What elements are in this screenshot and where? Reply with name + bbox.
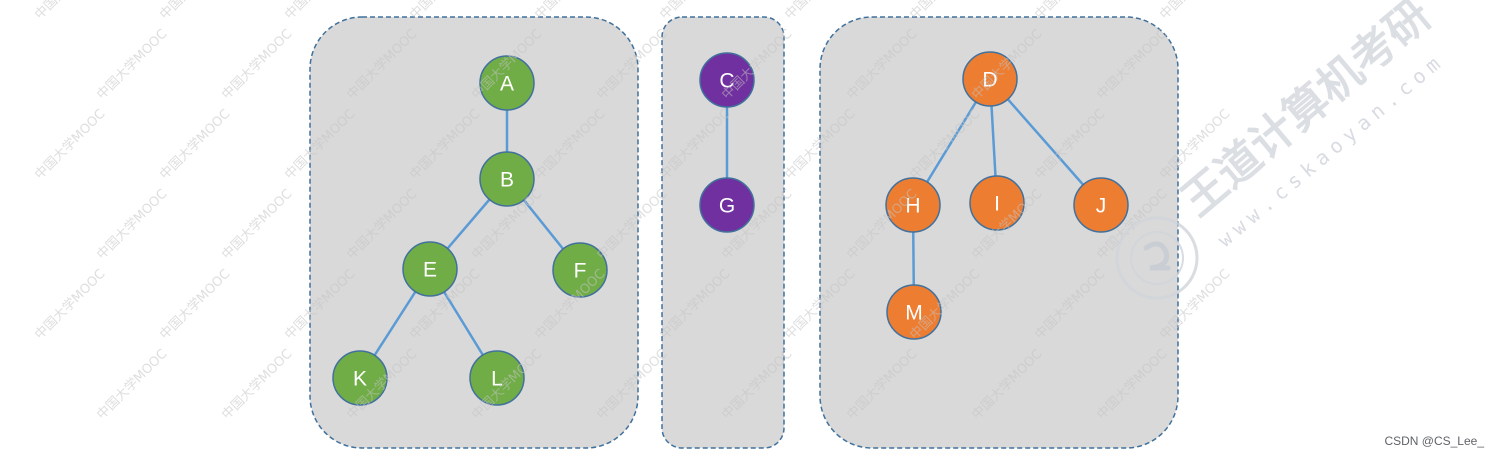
node-L-label: L — [491, 368, 503, 391]
node-B: B — [479, 151, 535, 207]
edge-D-J — [989, 78, 1102, 206]
node-I: I — [969, 175, 1025, 231]
node-M-circle — [886, 284, 942, 340]
watermark-text: 中国大学MOOC — [32, 266, 109, 343]
node-M-label: M — [905, 302, 923, 325]
panels-layer — [309, 16, 1179, 449]
watermark-text: 中国大学MOOC — [782, 0, 859, 23]
tree-2-panel — [661, 16, 785, 449]
brand-watermark-text: 王道计算机考研 — [1172, 0, 1441, 226]
node-E-label: E — [423, 259, 437, 282]
node-L: L — [469, 350, 525, 406]
node-L-circle — [469, 350, 525, 406]
watermark-text: 中国大学MOOC — [157, 106, 234, 183]
node-C-label: C — [719, 70, 734, 93]
watermark-text: 中国大学MOOC — [157, 0, 234, 23]
node-G-circle — [699, 177, 755, 233]
node-E-circle — [402, 241, 458, 297]
brand-seal-icon — [1115, 216, 1199, 300]
watermark-text: 中国大学MOOC — [94, 26, 171, 103]
tree-1-panel — [309, 16, 639, 449]
watermark-text: 中国大学MOOC — [219, 26, 296, 103]
node-H-label: H — [905, 195, 920, 218]
node-C-circle — [699, 52, 755, 108]
node-H-circle — [885, 177, 941, 233]
node-I-label: I — [994, 193, 1000, 216]
node-M: M — [886, 284, 942, 340]
node-A-circle — [479, 55, 535, 111]
node-H: H — [885, 177, 941, 233]
credit-text: CSDN @CS_Lee_ — [1384, 434, 1484, 448]
node-I-circle — [969, 175, 1025, 231]
watermark-text: 中国大学MOOC — [157, 266, 234, 343]
nodes-layer: A B E F K L C G D H I J M — [332, 51, 1129, 406]
watermark-text: 中国大学MOOC — [219, 346, 296, 423]
watermark-text: 中国大学MOOC — [94, 346, 171, 423]
node-K: K — [332, 350, 388, 406]
node-D: D — [962, 51, 1018, 107]
watermark-text: 中国大学MOOC — [219, 186, 296, 263]
node-F: F — [552, 242, 608, 298]
node-E: E — [402, 241, 458, 297]
watermark-text: 中国大学MOOC — [32, 106, 109, 183]
node-J-label: J — [1096, 195, 1107, 218]
node-K-circle — [332, 350, 388, 406]
watermark-text: 中国大学MOOC — [94, 186, 171, 263]
node-B-label: B — [500, 169, 514, 192]
node-B-circle — [479, 151, 535, 207]
watermark-text: 中国大学MOOC — [1157, 0, 1234, 23]
node-J-circle — [1073, 177, 1129, 233]
node-G: G — [699, 177, 755, 233]
node-J: J — [1073, 177, 1129, 233]
node-F-circle — [552, 242, 608, 298]
node-D-label: D — [982, 69, 997, 92]
tree-3-panel — [819, 16, 1179, 449]
node-D-circle — [962, 51, 1018, 107]
node-A: A — [479, 55, 535, 111]
node-A-label: A — [500, 73, 514, 96]
watermark-text: 中国大学MOOC — [32, 0, 109, 23]
node-C: C — [699, 52, 755, 108]
node-G-label: G — [719, 195, 735, 218]
node-K-label: K — [353, 368, 367, 391]
node-F-label: F — [574, 260, 587, 283]
